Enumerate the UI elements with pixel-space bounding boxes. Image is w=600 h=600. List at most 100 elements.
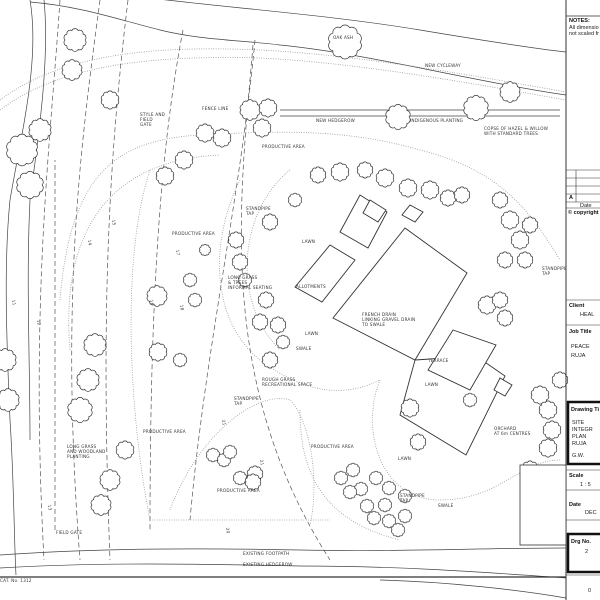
top-boundary-hedge [29,1,567,96]
tree-canopy-icon [496,309,514,327]
outbuilding-inner [362,199,387,223]
label-rough-grass-1: ROUGH GRASS [262,377,296,382]
drg-no-label: Drg No. [571,539,591,545]
tree-canopy-icon [16,171,44,199]
contour-label: 16 [149,299,155,306]
tree-canopy-icon [356,161,374,179]
label-standpipe-3b: TAP [541,271,550,276]
label-stile-1: STYLE AND [140,112,165,117]
garden-path [246,169,291,351]
tree-canopy-icon [148,342,168,362]
contour-label: 21 [259,459,265,466]
label-stile-3: GATE [140,122,152,127]
tree-canopy-icon [496,251,514,269]
tree-canopy-icon [453,186,471,204]
tree-canopy-icon [276,334,290,350]
contour-line [38,0,61,561]
tree-canopy-icon [542,420,562,440]
drawing-title-line: RUJA [572,441,587,447]
tree-canopy-icon [100,90,120,110]
label-french-drain-1: FRENCH DRAIN [362,312,396,317]
tree-canopy-icon [6,133,38,167]
drawing-title-line: INTEGR [572,427,593,433]
label-allotments: ALLOTMENTS [296,284,326,289]
label-long-grass-2: & TREES [228,280,248,285]
tree-canopy-icon [346,462,360,478]
label-french-drain-3: TO SWALE [361,322,385,327]
job-title-line: RUJA [571,353,586,359]
label-lawn: LAWN [305,331,318,336]
footer-mark: 0 [588,588,591,594]
tree-canopy-icon [206,447,220,463]
tree-canopy-icon [521,216,539,234]
tree-canopy-icon [269,316,287,334]
tree-canopy-icon [63,28,87,52]
label-existing-hedgerow: EXISTING HEDGEROW [243,562,293,567]
label-field-gate: FIELD GATE [56,530,82,535]
contour-label: 21 [221,419,227,426]
drg-no-value: 2 [585,549,588,555]
label-standpipe-2: STANDPIPE [234,396,259,401]
label-long-grass-3: INFORMAL SEATING [228,285,272,290]
tree-canopy-icon [463,392,477,408]
label-orchard-2: AT 6m CENTRES [494,431,531,436]
drawing-title-box [566,400,600,466]
label-standpipe-3: STANDPIPE [542,266,567,271]
drg-no-box [566,532,600,574]
tree-canopy-icon [90,494,112,516]
tree-canopy-icon [231,253,249,271]
tree-canopy-icon [538,400,558,420]
tree-canopy-icon [369,470,383,486]
tree-canopy-icon [499,81,521,103]
label-long-grass-1: LONG GRASS [228,275,257,280]
job-title-line: PEACE [571,344,590,350]
hedgerow-band [280,109,560,117]
client-value: HEAL [580,312,594,318]
label-rough-grass-2: RECREATIONAL SPACE [262,382,312,387]
label-copse-2: WITH STANDARD TREES [484,131,538,136]
label-french-drain-2: LINKING GRAVEL DRAIN [362,317,415,322]
tree-canopy-icon [188,292,202,308]
label-fence-line: FENCE LINE [202,106,229,111]
label-productive-area: PRODUCTIVE AREA [143,429,186,434]
tree-canopy-icon [360,498,374,514]
tree-canopy-icon [309,166,327,184]
drawing-title-line: G.W. [572,453,585,459]
job-title-label: Job Title [569,329,592,335]
drawing-title-line: PLAN [572,434,586,440]
tree-canopy-icon [233,470,247,486]
label-lawn: LAWN [302,239,315,244]
tree-canopy-icon [212,128,232,148]
notes-line: not scaled fr [569,31,599,37]
contour-label: 14 [87,239,93,246]
scale-label: Scale [569,473,583,479]
tree-canopy-icon [258,98,278,118]
revision-date-label: Date [580,203,592,209]
cycleway-edge [163,0,567,53]
tree-canopy-icon [244,473,262,491]
tree-canopy-icon [195,123,215,143]
notes-heading: NOTES: [569,18,590,24]
tree-canopy-icon [385,104,411,130]
label-lawn: LAWN [425,382,438,387]
garden-path [169,398,315,526]
label-productive-area: PRODUCTIVE AREA [311,444,354,449]
label-new-cycleway: NEW CYCLEWAY [425,63,461,68]
label-productive-area: PRODUCTIVE AREA [262,144,305,149]
shed [401,204,424,223]
tree-canopy-icon [409,433,427,451]
tree-canopy-icon [551,371,569,389]
label-copse-1: COPSE OF HAZEL & WILLOW [484,126,548,131]
tree-canopy-icon [61,59,83,81]
label-existing-footpath: EXISTING FOOTPATH [243,551,289,556]
tree-canopy-icon [227,231,245,249]
drawing-title-line: SITE [572,420,585,426]
date-value: DEC [585,510,597,516]
label-stile-2: FIELD [140,117,153,122]
tree-canopy-icon [99,469,121,491]
tree-canopy-icon [183,272,197,288]
client-label: Client [569,303,584,309]
trees-layer [0,24,569,538]
label-productive-area: PRODUCTIVE AREA [217,488,260,493]
